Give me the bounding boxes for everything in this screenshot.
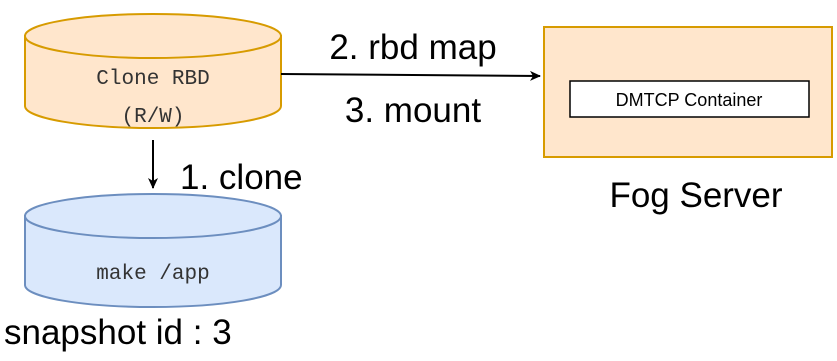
rbd-map-label: 2. rbd map	[329, 28, 496, 67]
mount-label: 3. mount	[345, 91, 481, 130]
clone-rbd-top	[24, 13, 282, 59]
map-arrow	[280, 70, 541, 81]
clone-rbd-body	[24, 35, 282, 129]
snapshot-cylinder: make /app	[24, 193, 282, 308]
fog-server-caption: Fog Server	[609, 176, 782, 215]
clone-arrow-label: 1. clone	[180, 158, 303, 197]
snapshot-top	[24, 193, 282, 239]
clone-rbd-title: Clone RBD	[96, 68, 209, 91]
snapshot-body	[24, 215, 282, 308]
clone-rbd-cylinder: Clone RBD (R/W)	[24, 13, 282, 129]
dmtcp-container-rect	[569, 80, 810, 118]
snapshot-label: make /app	[96, 263, 209, 286]
fog-server-box: DMTCP Container	[543, 26, 833, 158]
snapshot-caption: snapshot id : 3	[4, 313, 232, 352]
clone-rbd-mode: (R/W)	[121, 106, 184, 129]
dmtcp-container-label: DMTCP Container	[616, 90, 763, 110]
